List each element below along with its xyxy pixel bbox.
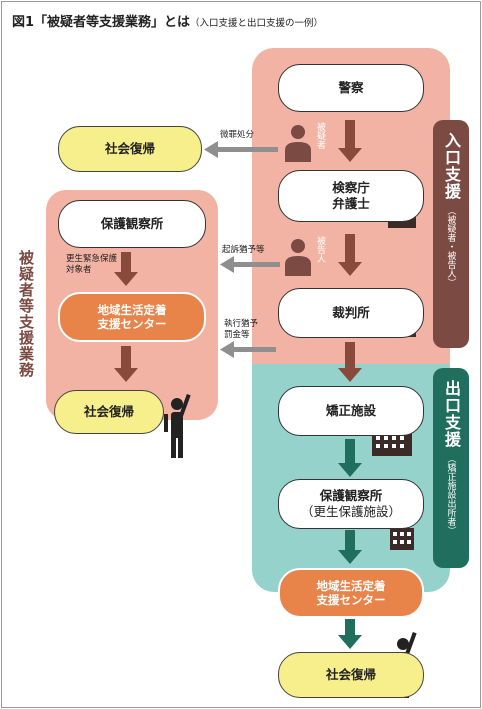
raised-hand-person-icon (164, 393, 191, 458)
suspended-sentence-line1: 執行猶予 (224, 319, 259, 329)
exit-title: 出口支援 (442, 380, 461, 448)
police-label: 警察 (338, 80, 364, 96)
defendant-label: 被告人 (315, 236, 325, 263)
court-label: 裁判所 (332, 305, 370, 321)
probation-left-box: 保護観察所 (58, 200, 206, 248)
center-right-box: 地域生活定着 支援センター (278, 568, 424, 618)
probation-left-label: 保護観察所 (100, 216, 164, 232)
minor-offense-label: 微罪処分 (220, 130, 255, 140)
center-left-label-line2: 支援センター (97, 317, 167, 331)
suspended-sentence-line2: 罰金等 (224, 330, 250, 341)
arrow-correctional-to-probation (338, 439, 362, 477)
arrow-suspended-sentence (220, 341, 276, 358)
society-top-label: 社会復帰 (104, 141, 155, 157)
arrow-center-to-society (338, 619, 362, 649)
person-icon (285, 239, 311, 276)
society-bottom-label: 社会復帰 (325, 667, 376, 683)
prosecutor-label: 検察庁 (332, 180, 370, 196)
prosecutor-box: 検察庁 弁護士 (278, 170, 424, 222)
center-left-label-line1: 地域生活定着 (97, 302, 167, 317)
side-label: 被疑者等支援業務 (17, 250, 35, 378)
arrow-suspended-prosecution (220, 256, 280, 273)
emergency-line1: 更生緊急保護 (66, 254, 118, 264)
suspended-sentence-label: 執行猶予 罰金等 (224, 319, 258, 341)
court-box: 裁判所 (278, 288, 424, 338)
arrow-prosecutor-to-court (338, 234, 362, 276)
rehab-facility-label: （更生保護施設） (300, 504, 401, 519)
emergency-protection-label: 更生緊急保護 対象者 (66, 254, 117, 276)
correctional-box: 矯正施設 (278, 386, 424, 436)
figure-title: 図1「被疑者等支援業務」とは（入口支援と出口支援の一例） (12, 11, 323, 30)
society-bottom-box: 社会復帰 (278, 652, 424, 698)
building-icon (390, 528, 414, 550)
lawyer-label: 弁護士 (332, 196, 370, 211)
society-left-box: 社会復帰 (54, 390, 164, 434)
exit-band: 出口支援 （矯正施設出所者） (433, 368, 469, 568)
center-right-label-line1: 地域生活定着 (316, 578, 386, 593)
exit-subtitle: （矯正施設出所者） (445, 454, 456, 535)
suspended-prosecution-label: 起訴猶予等 (222, 245, 265, 255)
probation-right-box: 保護観察所 （更生保護施設） (278, 479, 424, 529)
arrow-minor-offense (204, 141, 278, 158)
entrance-subtitle: （被疑者・被告人） (445, 206, 456, 287)
center-left-box: 地域生活定着 支援センター (58, 292, 206, 342)
police-box: 警察 (278, 64, 424, 112)
suspect-label: 被疑者 (315, 122, 325, 149)
society-left-label: 社会復帰 (83, 404, 134, 420)
title-sub: （入口支援と出口支援の一例） (190, 18, 324, 29)
center-right-label-line2: 支援センター (316, 593, 386, 607)
correctional-label: 矯正施設 (325, 403, 376, 419)
entrance-title: 入口支援 (442, 132, 461, 200)
arrow-left-probation-to-center (114, 252, 138, 286)
entrance-band: 入口支援 （被疑者・被告人） (433, 120, 469, 348)
arrow-police-to-prosecutor (338, 120, 362, 162)
emergency-line2: 対象者 (66, 265, 92, 276)
arrow-probation-to-center (338, 530, 362, 564)
society-top-box: 社会復帰 (58, 126, 202, 172)
arrow-left-center-to-society (114, 346, 138, 382)
probation-right-label: 保護観察所 (319, 488, 383, 504)
arrow-court-to-correctional (338, 342, 362, 382)
title-main: 図1「被疑者等支援業務」とは (12, 15, 191, 30)
person-icon (285, 125, 311, 162)
